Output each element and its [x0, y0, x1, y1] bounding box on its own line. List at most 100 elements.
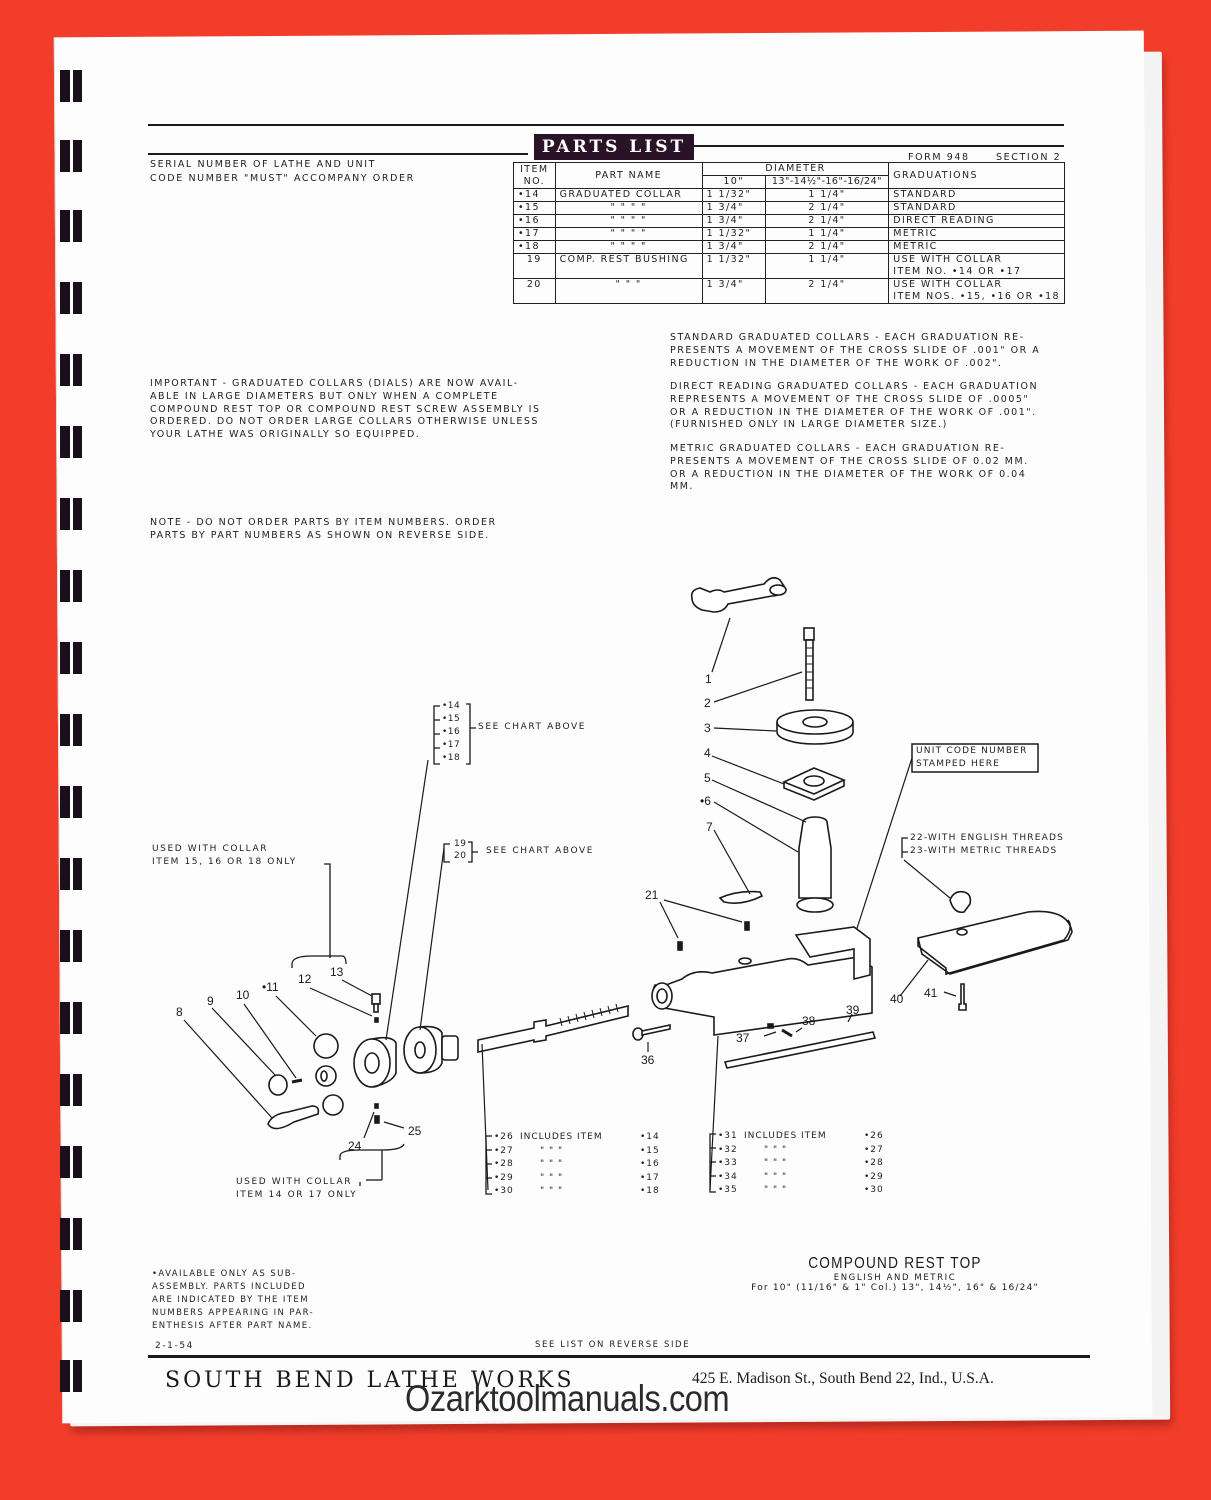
note-line: are indicated by the item	[152, 1295, 309, 1305]
binding-ring	[58, 1290, 86, 1322]
note-line: Important - Graduated collars (dials) ar…	[150, 378, 519, 389]
serial-note-line: Serial Number of Lathe and Unit	[150, 159, 377, 170]
binding-ring	[58, 1360, 86, 1392]
note-line: assembly. Parts included	[152, 1282, 306, 1292]
includes-item: •26	[494, 1132, 514, 1142]
unit-code-label: Unit Code Number Stamped Here	[916, 745, 1028, 771]
cell-item: 19	[513, 253, 556, 279]
diagram-title-block: COMPOUND REST TOP English and Metric For…	[700, 1255, 1090, 1293]
includes-ref: •16	[640, 1159, 660, 1169]
ball-crank-icon	[313, 1033, 344, 1116]
includes-ref: •18	[640, 1186, 660, 1196]
note-line: presents a movement of the cross slide o…	[670, 344, 1041, 356]
includes-ref: •28	[864, 1158, 884, 1168]
header-rule-left	[148, 153, 528, 155]
callout-line: Used with collar	[152, 844, 269, 854]
part-label: 37	[736, 1031, 750, 1045]
includes-row: •30" " "•18	[494, 1185, 660, 1199]
callout-line: 23-With Metric Threads	[910, 846, 1058, 856]
callout-item: •16	[442, 727, 461, 737]
includes-row: •27" " "•15	[494, 1145, 660, 1159]
includes-row: •33" " "•28	[718, 1157, 884, 1171]
plunger-icon	[767, 1023, 774, 1029]
binding-ring	[58, 426, 86, 458]
binding-ring	[58, 858, 86, 890]
nut-icon	[268, 1074, 288, 1096]
company-name: SOUTH BEND LATHE WORKS	[165, 1368, 575, 1393]
note-line: (Furnished only in large diameter size.)	[670, 419, 948, 431]
cell-graduation-line: Item No. •14 or •17	[893, 266, 1022, 277]
includes-item: •28	[494, 1159, 514, 1169]
note-order: Note - Do not order parts by item number…	[150, 517, 560, 543]
note-line: parts by PART NUMBERS as shown on revers…	[150, 529, 490, 541]
binding-ring	[58, 210, 86, 242]
table-row: •15 " " " " 1 3/4" 2 1/4" Standard	[513, 201, 1065, 215]
part-label: 39	[846, 1003, 860, 1017]
binding-ring	[58, 1002, 86, 1034]
part-label: 8	[176, 1005, 183, 1019]
ball-icon	[374, 1103, 379, 1109]
includes-list-b: •31Includes Item•26 •32" " "•27 •33" " "…	[718, 1130, 884, 1198]
sub-assembly-note: •Available only as sub- assembly. Parts …	[152, 1268, 314, 1333]
lead-screw-icon	[477, 1003, 629, 1053]
stud-icon	[803, 627, 815, 701]
note-line: compound rest top or compound rest screw…	[150, 403, 541, 415]
part-label: 25	[408, 1124, 422, 1138]
callout-item: •15	[442, 714, 461, 724]
bolt-icon	[958, 983, 967, 1011]
compound-rest-body-icon	[651, 926, 873, 1036]
note-line: ordered. Do not order large collars othe…	[150, 416, 539, 428]
part-label: 5	[704, 771, 711, 785]
section-number: Section 2	[996, 152, 1062, 163]
callout-item: 20	[454, 851, 467, 861]
includes-ref: •30	[864, 1185, 884, 1195]
includes-text: " " "	[540, 1172, 564, 1183]
callout-item: •18	[442, 753, 461, 763]
note-line: your lathe was originally so equipped.	[150, 429, 421, 441]
callout-line: Unit Code Number	[916, 746, 1028, 756]
note-line: Standard Graduated Collars - Each gradua…	[670, 332, 1025, 343]
diagram-sizes: For 10" (11/16" & 1" Col.) 13", 14½", 16…	[751, 1283, 1039, 1293]
includes-text: " " "	[540, 1186, 564, 1196]
see-chart-label: See chart above	[486, 846, 595, 856]
callout-item: 19	[454, 839, 467, 849]
includes-text: Includes Item	[520, 1132, 603, 1142]
swivel-plate-icon	[917, 910, 1073, 976]
part-label: 21	[645, 888, 659, 902]
table-subheader-row: 10" 13"-14½"-16"-16/24"	[514, 175, 1065, 189]
includes-text: " " "	[764, 1144, 788, 1155]
note-line: mm.	[670, 481, 694, 493]
spring-icon	[781, 1028, 793, 1038]
col-part-name: Part Name	[554, 162, 703, 189]
cell-dia-10: 1 3/4"	[701, 278, 766, 304]
includes-ref: •29	[864, 1171, 884, 1182]
spring-icon	[374, 1115, 380, 1124]
cell-graduation-line: Item Nos. •15, •16 or •18	[893, 291, 1060, 302]
includes-list-a: •26Includes Item•14 •27" " "•15 •28" " "…	[494, 1131, 660, 1199]
note-line: or a reduction in the diameter of the wo…	[670, 468, 1027, 480]
pin-icon	[677, 941, 683, 951]
part-label: 12	[298, 972, 312, 986]
part-label: 2	[704, 696, 711, 710]
header-rule-right	[694, 145, 1064, 147]
used-with-collar-14-17: Used with collar Item 14 or 17 only	[236, 1176, 357, 1202]
note-line: Note - Do not order parts by item number…	[150, 517, 497, 528]
part-label: •11	[262, 980, 279, 994]
binding-ring	[58, 1146, 86, 1178]
includes-row: •31Includes Item•26	[718, 1130, 884, 1144]
washer-icon	[776, 709, 854, 745]
part-label: 13	[330, 965, 344, 979]
note-line: Direct Reading Graduated Collars - Each …	[670, 381, 1039, 392]
includes-text: Includes Item	[744, 1131, 827, 1141]
callout-line: 22-With English Threads	[910, 833, 1065, 843]
gib-icon	[723, 1031, 877, 1069]
includes-ref: •27	[864, 1144, 884, 1155]
note-line: able in large diameters but only when a …	[150, 390, 499, 402]
note-standard: Standard Graduated Collars - Each gradua…	[670, 332, 1070, 370]
see-chart-label: See chart above	[478, 722, 587, 732]
serial-note: Serial Number of Lathe and Unit Code Num…	[150, 158, 415, 185]
includes-text: " " "	[764, 1185, 788, 1195]
part-label: 38	[802, 1014, 816, 1028]
includes-item: •34	[718, 1171, 738, 1182]
col-item-no: Item No.	[513, 162, 556, 189]
